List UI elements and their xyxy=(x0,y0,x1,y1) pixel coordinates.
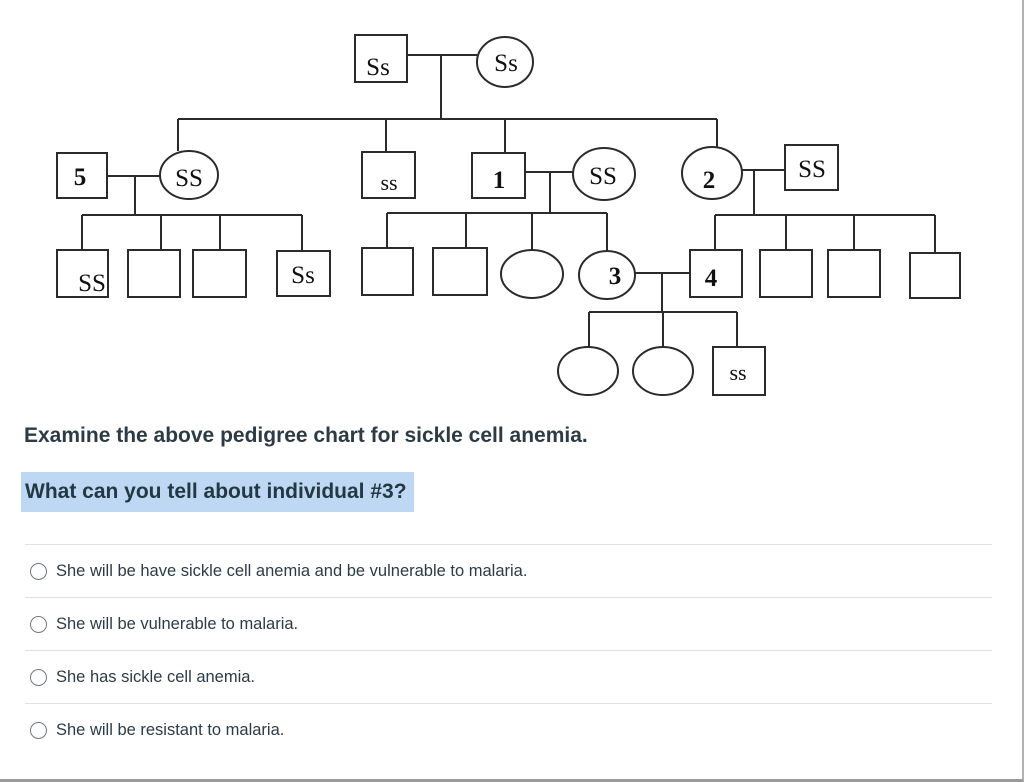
answer-options-list: She will be have sickle cell anemia and … xyxy=(25,544,992,756)
node-label: 2 xyxy=(703,167,716,194)
radio-button-icon[interactable] xyxy=(30,668,47,686)
node-label: 4 xyxy=(705,265,718,292)
pedigree-node-individual-5: 5 xyxy=(56,152,108,199)
answer-option-4[interactable]: She will be resistant to malaria. xyxy=(25,703,992,756)
pedigree-node-gen3-left-Ss: Ss xyxy=(276,250,331,297)
answer-option-label: She has sickle cell anemia. xyxy=(56,667,256,686)
pedigree-node-gen3-mid-circle xyxy=(500,249,564,299)
pedigree-node-individual-2: 2 xyxy=(681,146,743,200)
answer-option-3[interactable]: She has sickle cell anemia. xyxy=(25,650,992,703)
pedigree-node-gen3-mid-2 xyxy=(432,247,488,296)
node-label: 1 xyxy=(493,167,506,194)
node-label: ss xyxy=(380,170,397,195)
pedigree-node-gen4-son-ss: ss xyxy=(712,346,766,396)
pedigree-node-gen4-daughter-2 xyxy=(632,346,694,396)
radio-button-icon[interactable] xyxy=(30,562,47,580)
pedigree-node-gen3-right-3 xyxy=(827,249,881,298)
node-label: SS xyxy=(589,163,617,190)
pedigree-node-gen2-wife-SS: SS xyxy=(572,147,636,201)
node-label: ss xyxy=(729,360,746,385)
pedigree-node-gen3-mid-1 xyxy=(361,247,414,296)
node-label: Ss xyxy=(494,50,518,77)
pedigree-node-gen2-daughter-SS: SS xyxy=(159,150,219,200)
node-label: SS xyxy=(78,270,106,297)
answer-option-label: She will be have sickle cell anemia and … xyxy=(56,561,528,580)
question-prompt-highlighted-text: What can you tell about individual #3? xyxy=(21,472,414,512)
node-label: Ss xyxy=(291,262,315,289)
answer-option-label: She will be vulnerable to malaria. xyxy=(56,614,299,633)
pedigree-node-gen2-son-ss: ss xyxy=(361,151,416,199)
pedigree-node-gen3-left-2 xyxy=(127,249,181,298)
pedigree-node-gen4-daughter-1 xyxy=(557,346,619,396)
pedigree-node-gen2-husband-SS: SS xyxy=(784,144,839,191)
pedigree-node-gen3-left-SS: SS xyxy=(56,249,109,298)
pedigree-node-gen3-right-2 xyxy=(759,249,813,298)
node-label: 3 xyxy=(609,263,622,290)
pedigree-node-gen3-right-4 xyxy=(909,252,961,299)
answer-option-label: She will be resistant to malaria. xyxy=(56,720,285,739)
radio-button-icon[interactable] xyxy=(30,721,47,739)
node-label: Ss xyxy=(366,54,390,81)
node-label: SS xyxy=(798,156,826,183)
pedigree-connector-lines xyxy=(81,54,936,347)
answer-option-1[interactable]: She will be have sickle cell anemia and … xyxy=(25,544,992,597)
radio-button-icon[interactable] xyxy=(30,615,47,633)
pedigree-node-individual-1: 1 xyxy=(471,152,526,199)
question-prompt: What can you tell about individual #3? xyxy=(21,472,1022,514)
node-label: 5 xyxy=(74,164,87,191)
pedigree-node-gen1-mother: Ss xyxy=(476,36,534,88)
pedigree-chart: Ss Ss 5 SS ss 1 SS 2 xyxy=(56,34,961,396)
answer-option-2[interactable]: She will be vulnerable to malaria. xyxy=(25,597,992,650)
pedigree-node-gen3-left-3 xyxy=(192,249,247,298)
question-intro-text: Examine the above pedigree chart for sic… xyxy=(24,424,588,447)
pedigree-node-individual-4: 4 xyxy=(689,249,743,298)
node-label: SS xyxy=(175,165,203,192)
pedigree-node-gen1-father: Ss xyxy=(354,34,408,83)
pedigree-node-individual-3: 3 xyxy=(578,250,636,300)
